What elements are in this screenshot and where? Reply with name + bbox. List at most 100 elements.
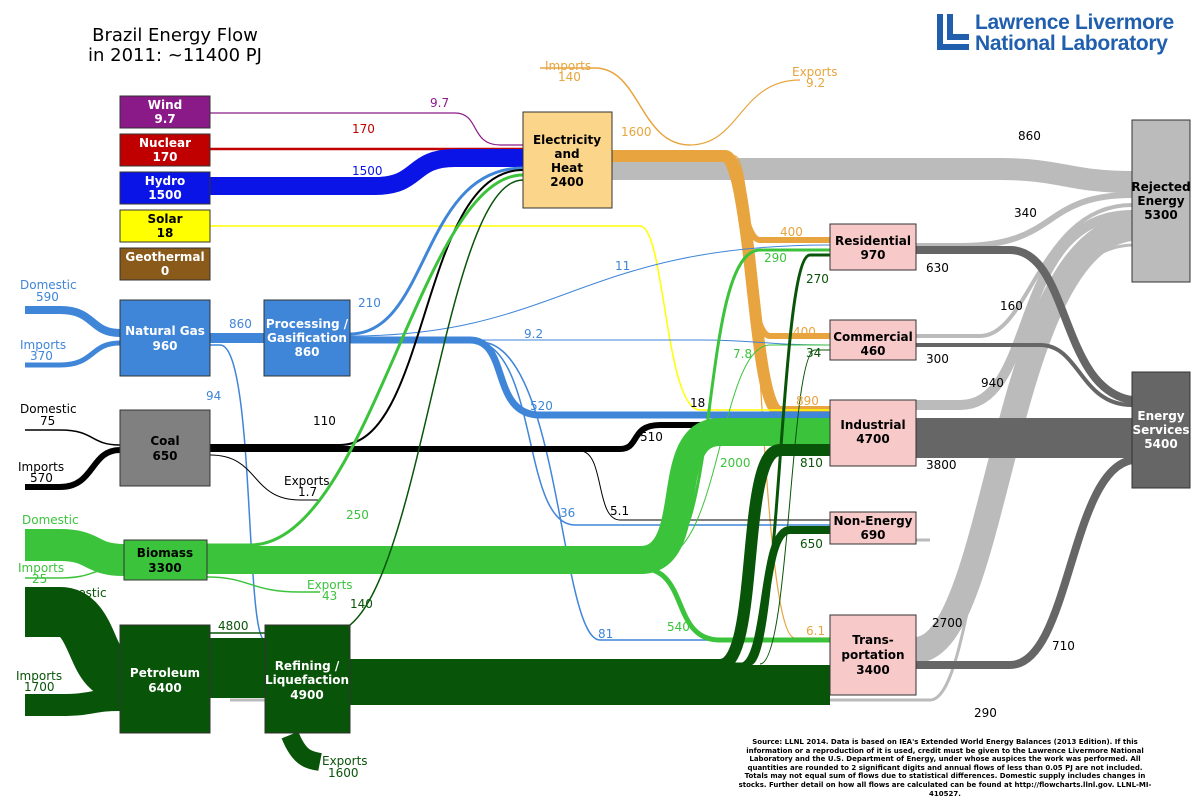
f-bio-elec: 250	[346, 508, 369, 522]
f-ne-rej: 290	[974, 706, 997, 720]
flow-coal-imports	[25, 447, 121, 490]
petroleum-value: 6400	[148, 681, 181, 695]
hydro-node	[119, 171, 211, 205]
coal-imports-name: Imports	[18, 460, 64, 474]
flow-ne-rejected	[230, 243, 1133, 702]
rejected-name-1: Rejected	[1131, 180, 1190, 194]
flow-gas-domestic	[25, 306, 121, 337]
flow-labels: Domestic 590 Imports 370 Domestic 75 Imp…	[16, 59, 1075, 780]
residential-name: Residential	[835, 234, 911, 248]
flow-coal-ind	[210, 422, 830, 452]
solar-node	[119, 209, 211, 243]
flow-com-rejected	[915, 203, 1133, 338]
electricity-node	[522, 111, 613, 209]
commercial-value: 460	[860, 344, 885, 358]
flow-ref-exports	[281, 731, 322, 771]
f-pet-ref: 4800	[218, 619, 249, 633]
flow-bio-imports	[25, 567, 125, 579]
gas-imports-value: 370	[30, 349, 53, 363]
services-node	[1131, 371, 1191, 489]
f-ref-res: 270	[806, 272, 829, 286]
hydro-name: Hydro	[145, 174, 186, 188]
biomass-node	[123, 539, 208, 581]
f-hydro-elec: 1500	[352, 164, 383, 178]
coal-exports-name: Exports	[284, 474, 330, 488]
source-note: Source: LLNL 2014. Data is based on IEA'…	[738, 738, 1152, 798]
elec-exports-value: 9.2	[806, 76, 825, 90]
f-wind-elec: 9.7	[430, 96, 449, 110]
nonenergy-name: Non-Energy	[833, 514, 912, 528]
flow-bio-elec	[207, 173, 524, 547]
processing-node	[263, 299, 351, 377]
flow-ind-rejected	[915, 210, 1133, 410]
flow-ref-res	[350, 253, 830, 666]
flow-bio-exports	[206, 576, 320, 593]
flow-elec-rejected	[612, 158, 1133, 193]
flow-hydro-elec	[210, 149, 523, 195]
f-gas-proc: 860	[229, 317, 252, 331]
flow-bio-trans	[207, 565, 830, 643]
petroleum-name: Petroleum	[130, 666, 200, 680]
flow-gas-imports	[25, 340, 121, 368]
bio-domestic-name: Domestic	[22, 513, 79, 527]
coal-node	[119, 409, 211, 487]
processing-value: 860	[294, 345, 319, 359]
flow-ref-com	[759, 349, 830, 665]
title-line-1: Brazil Energy Flow	[92, 25, 258, 46]
rejected-name-2: Energy	[1137, 194, 1184, 208]
residential-node	[829, 223, 917, 271]
logo-line-2: National Laboratory	[975, 32, 1168, 55]
coal-imports-value: 570	[30, 471, 53, 485]
wind-value: 9.7	[154, 112, 175, 126]
f-elec-com: 400	[793, 325, 816, 339]
f-coal-elec: 110	[313, 414, 336, 428]
bio-exports-name: Exports	[307, 578, 353, 592]
solar-value: 18	[157, 226, 174, 240]
processing-name-2: Gasification	[267, 331, 347, 345]
geothermal-node	[119, 247, 211, 281]
pet-domestic-name: Domestic	[50, 586, 107, 600]
flow-ref-ind	[350, 444, 830, 671]
gas-name: Natural Gas	[125, 324, 205, 338]
logo-line-1: Lawrence Livermore	[975, 11, 1174, 34]
wind-node	[119, 95, 211, 129]
electricity-name-2: and	[554, 147, 579, 161]
nonenergy-value: 690	[860, 528, 885, 542]
f-com-serv: 300	[926, 352, 949, 366]
f-proc-res: 11	[615, 259, 630, 273]
petroleum-node	[119, 624, 211, 734]
flow-elec-imports	[540, 67, 691, 146]
flow-coal-exports	[209, 454, 318, 501]
rejected-node	[1131, 119, 1191, 283]
f-res-rej: 340	[1014, 206, 1037, 220]
f-trans-rej: 2700	[932, 616, 963, 630]
elec-imports-name: Imports	[545, 59, 591, 73]
bio-imports-value: 25	[32, 572, 47, 586]
pet-imports-name: Imports	[16, 669, 62, 683]
f-pet-elec: 140	[350, 597, 373, 611]
f-elec-trans: 6.1	[806, 624, 825, 638]
flow-coal-domestic	[25, 429, 121, 446]
refining-value: 4900	[290, 688, 323, 702]
commercial-name: Commercial	[833, 330, 913, 344]
f-elec-rej: 860	[1018, 129, 1041, 143]
hydro-value: 1500	[148, 188, 181, 202]
f-proc-trans: 81	[598, 627, 613, 641]
biomass-value: 3300	[148, 561, 181, 575]
flow-elec-transportation	[612, 155, 830, 639]
flow-gas-trans	[210, 344, 300, 641]
llnl-logo-text: Lawrence Livermore National Laboratory	[975, 12, 1174, 54]
pet-imports-value: 1700	[24, 680, 55, 694]
flow-proc-res	[349, 244, 831, 337]
electricity-name-3: Heat	[551, 161, 583, 175]
f-elec-out: 1600	[621, 125, 652, 139]
f-proc-ne: 36	[560, 506, 575, 520]
diagram-title: Brazil Energy Flow in 2011: ~11400 PJ	[80, 26, 270, 66]
elec-imports-value: 140	[558, 70, 581, 84]
gas-value: 960	[152, 339, 177, 353]
gas-imports-name: Imports	[20, 338, 66, 352]
flow-bio-res	[207, 248, 830, 558]
ref-exports-name: Exports	[322, 754, 368, 768]
flow-pet-elec	[210, 179, 524, 634]
nuclear-name: Nuclear	[139, 136, 191, 150]
